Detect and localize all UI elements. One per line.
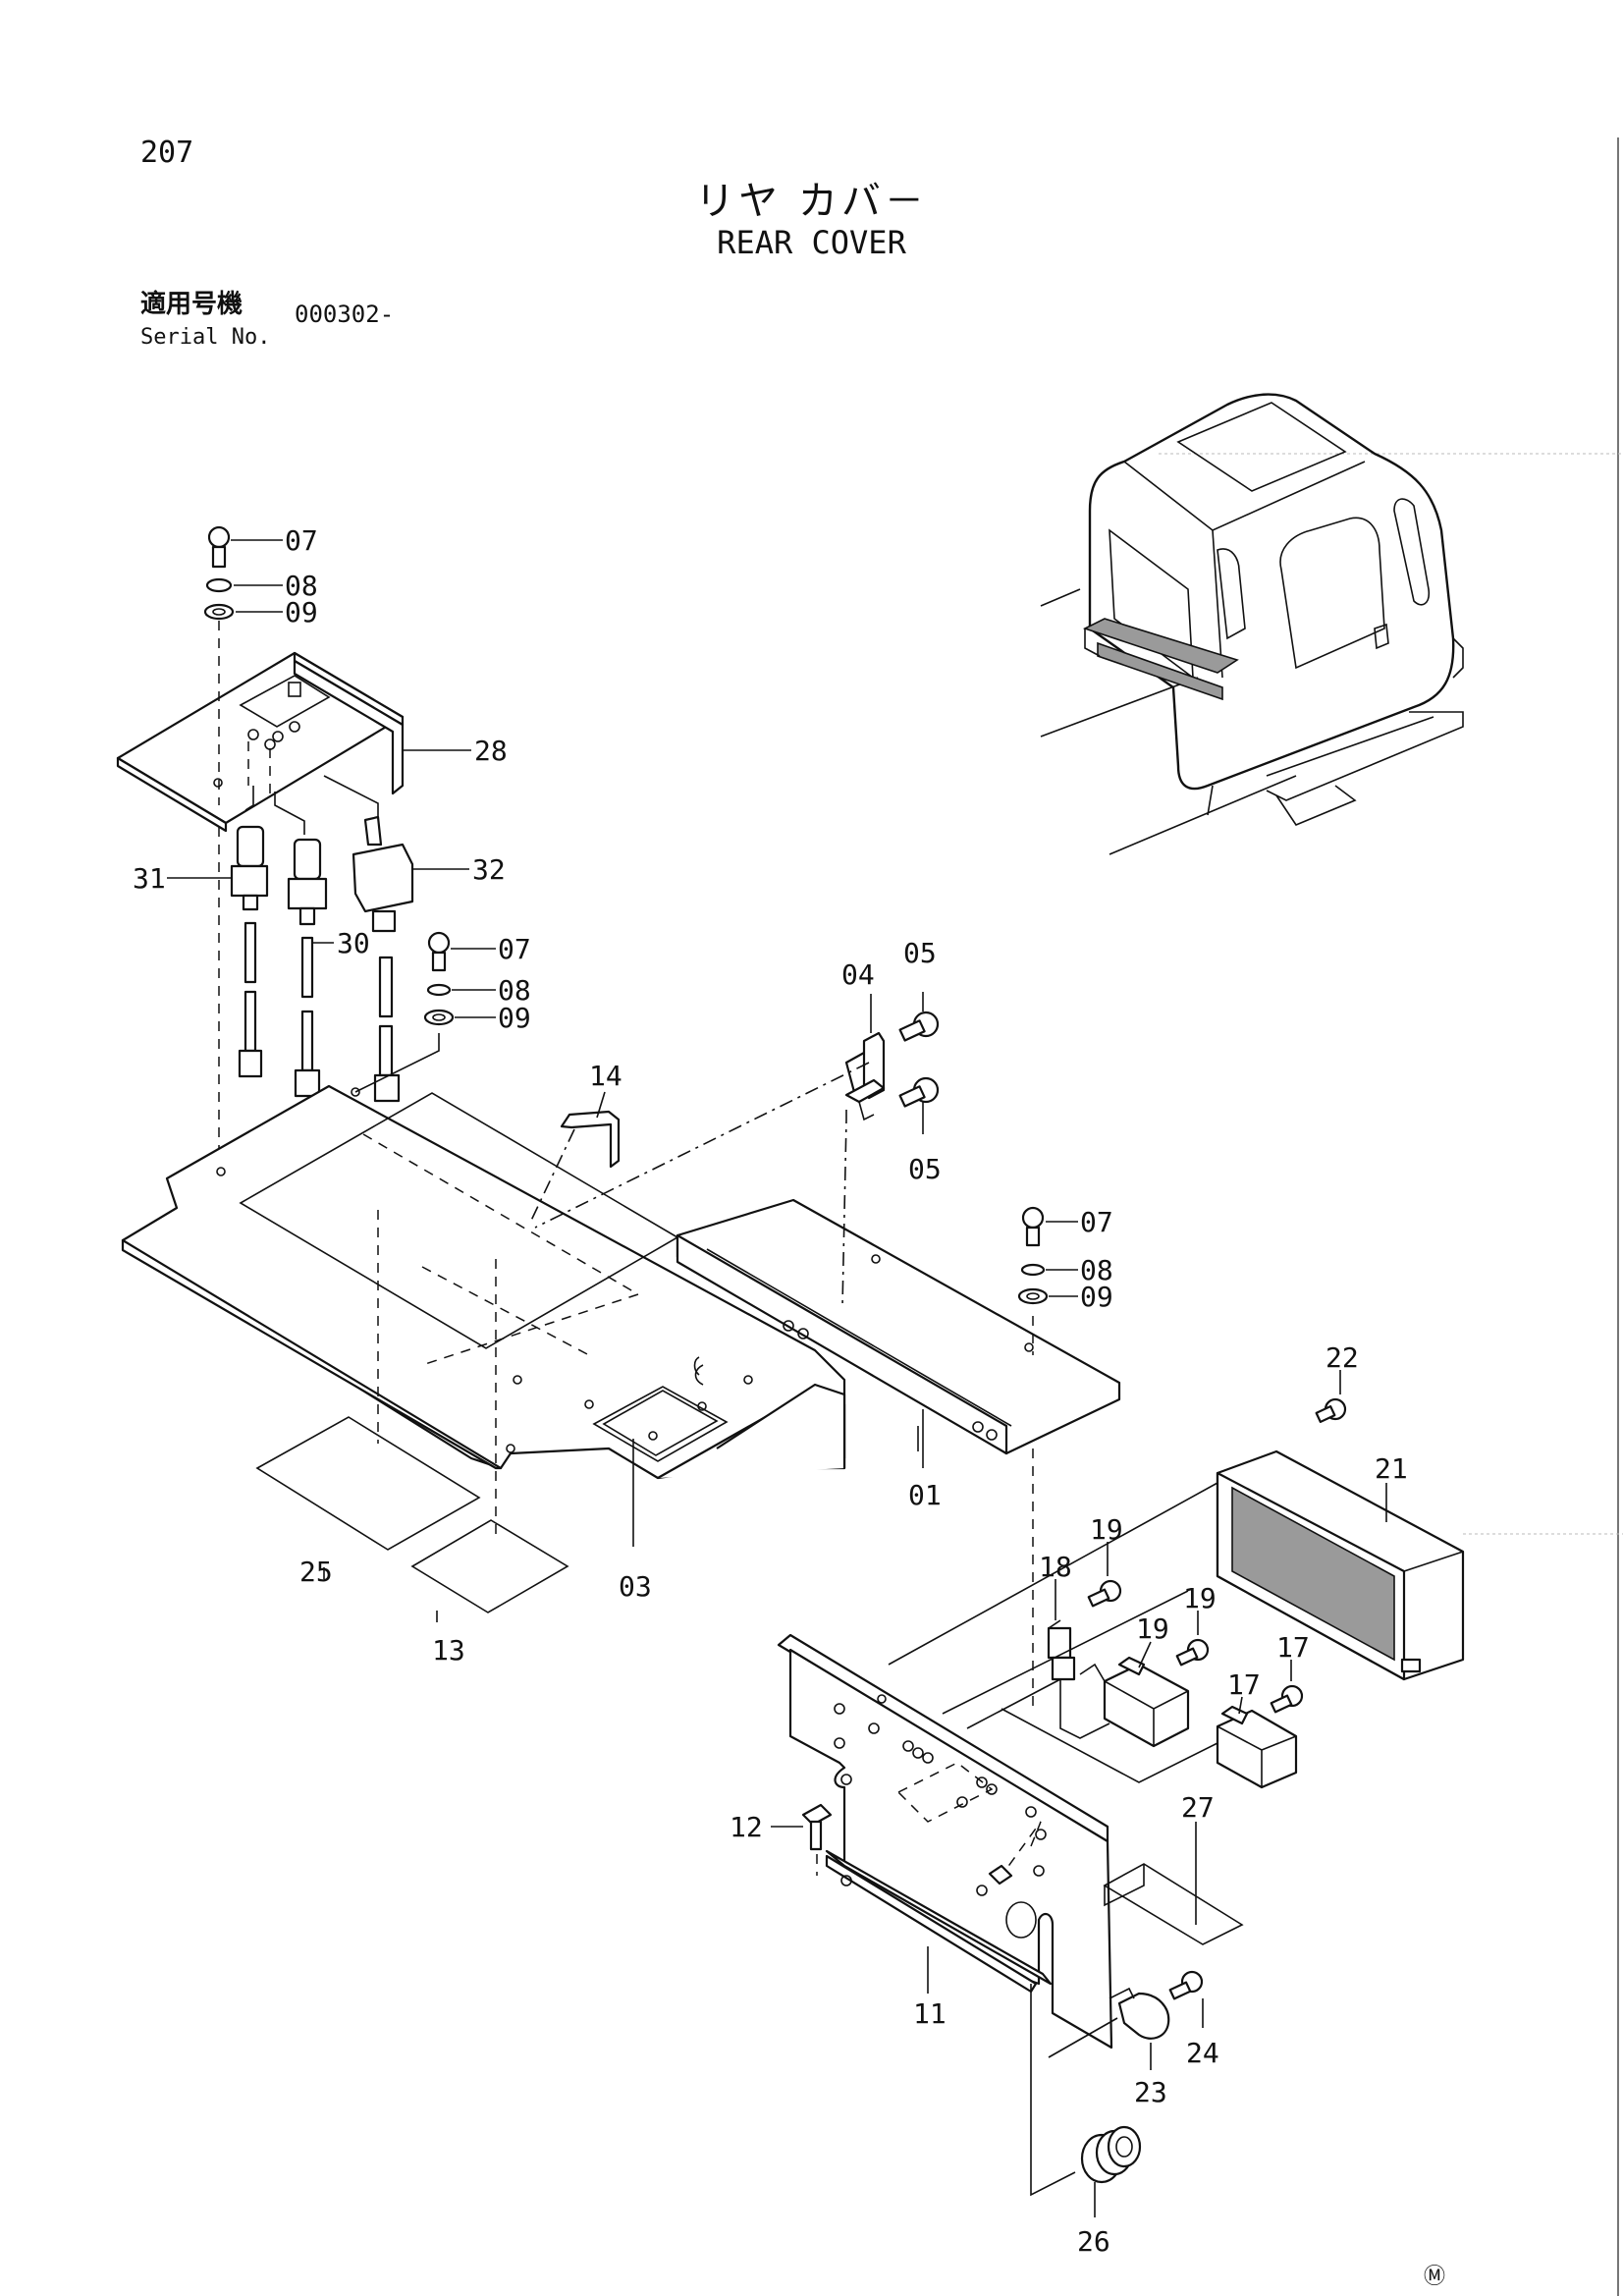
callout-08: 08 <box>285 570 318 602</box>
callout-07: 07 <box>285 524 318 557</box>
callout-11: 11 <box>913 1997 947 2030</box>
callout-19: 19 <box>1183 1582 1217 1614</box>
footer-mark: Ⓜ <box>1424 2265 1446 2289</box>
callout-28: 28 <box>474 735 508 767</box>
callout-19: 19 <box>1090 1513 1123 1546</box>
callout-17: 19 <box>1136 1613 1169 1645</box>
page-edge-lines <box>1159 137 1623 2296</box>
callout-18: 18 <box>1039 1551 1072 1583</box>
callout-03: 03 <box>619 1570 652 1603</box>
callout-26: 26 <box>1077 2225 1110 2258</box>
callout-09: 09 <box>1080 1281 1113 1313</box>
callout-21: 21 <box>1375 1452 1408 1485</box>
callout-08: 08 <box>498 974 531 1007</box>
callout-19: 17 <box>1276 1631 1310 1664</box>
callout-23: 23 <box>1134 2076 1167 2108</box>
callout-13: 13 <box>432 1634 465 1667</box>
callout-30: 30 <box>337 927 370 959</box>
screw-stack-right <box>1017 1206 1049 1709</box>
callout-07: 07 <box>1080 1206 1113 1238</box>
serial-number-value: 000302- <box>295 301 395 328</box>
callout-32: 32 <box>472 853 506 886</box>
bracket-11 <box>777 1579 1304 2197</box>
callout-22: 22 <box>1325 1341 1359 1374</box>
serial-label: Serial No. <box>140 325 271 350</box>
callout-labels: 07 08 09 28 31 32 30 07 08 09 04 05 05 1… <box>133 524 1408 2258</box>
screw-stack-middle <box>354 931 455 1093</box>
page-title-japanese: リヤ カバ－ <box>695 179 928 224</box>
leader-lines <box>167 539 1387 2217</box>
callout-12: 12 <box>730 1811 763 1843</box>
side-plate-01 <box>676 1198 1121 1455</box>
machine-cab-overview <box>1040 393 1464 855</box>
sheets-25-13 <box>255 1416 569 1622</box>
handle-14 <box>529 1110 621 1224</box>
callout-14: 14 <box>589 1060 622 1092</box>
callout-01: 01 <box>908 1479 942 1511</box>
callout-05: 05 <box>908 1153 942 1185</box>
callout-08: 08 <box>1080 1254 1113 1286</box>
callout-17: 17 <box>1227 1668 1261 1701</box>
callout-09: 09 <box>285 596 318 629</box>
callout-24: 24 <box>1186 2037 1219 2069</box>
callout-31: 31 <box>133 862 166 895</box>
page-number: 207 <box>140 136 194 170</box>
page-title: REAR COVER <box>717 224 906 261</box>
callout-25: 25 <box>299 1556 333 1588</box>
callout-05: 05 <box>903 937 937 969</box>
callout-09: 09 <box>498 1002 531 1034</box>
callout-04: 04 <box>841 958 875 991</box>
latch-04 <box>534 1011 940 1307</box>
switch-bracket-group <box>116 525 414 1169</box>
callout-27: 27 <box>1181 1791 1215 1824</box>
lamp-21 <box>888 1397 1465 1681</box>
callout-07: 07 <box>498 933 531 965</box>
serial-label-japanese: 適用号機 <box>140 290 243 319</box>
rear-cover-plate <box>121 1084 846 1542</box>
